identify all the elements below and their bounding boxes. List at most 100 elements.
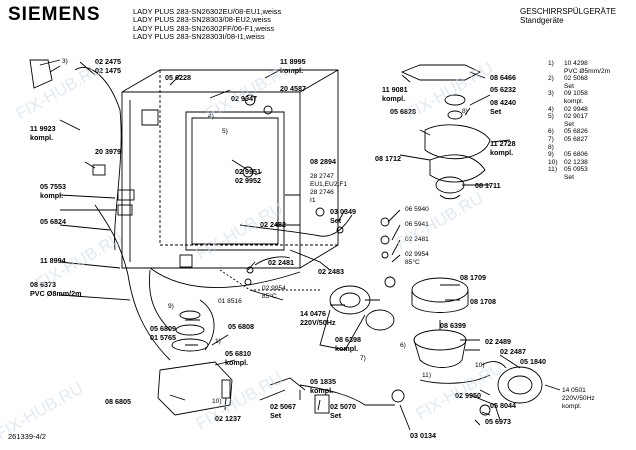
- part-label[interactable]: 02 2481: [405, 236, 429, 243]
- legend-row: 9)05 6806: [548, 151, 588, 159]
- part-label[interactable]: 11 8994: [40, 256, 66, 265]
- part-label[interactable]: 08 1711: [475, 181, 501, 190]
- part-label[interactable]: 02 1475: [95, 66, 121, 75]
- part-label[interactable]: 05 6808: [228, 322, 254, 331]
- part-label[interactable]: kompl.: [225, 358, 249, 367]
- part-label[interactable]: 03 0134: [410, 431, 436, 440]
- part-label[interactable]: 11 2728: [490, 139, 516, 148]
- part-label[interactable]: kompl.: [30, 133, 54, 142]
- legend-row: 2)02 5068: [548, 75, 588, 83]
- part-label[interactable]: 220V/50Hz: [300, 318, 336, 327]
- legend-row: 7)05 6827: [548, 135, 588, 143]
- part-label[interactable]: 05 6828: [390, 107, 416, 116]
- legend-row: Set: [564, 120, 574, 128]
- legend-row: 8): [548, 143, 554, 151]
- part-label[interactable]: 05 7553: [40, 182, 66, 191]
- legend-row: 5)02 9017: [548, 113, 588, 121]
- part-label[interactable]: 02 2487: [500, 347, 526, 356]
- part-label[interactable]: kompl.: [562, 403, 582, 410]
- part-label[interactable]: 02 5070: [330, 402, 356, 411]
- part-label[interactable]: 02 2481: [268, 258, 294, 267]
- part-label[interactable]: 02 5067: [270, 402, 296, 411]
- circulation-pump: [329, 285, 371, 315]
- drain-pump: [497, 366, 543, 404]
- part-label[interactable]: 11 9923: [30, 124, 56, 133]
- legend-row: Set: [564, 82, 574, 90]
- part-label[interactable]: 01 8516: [218, 298, 242, 305]
- part-label[interactable]: 02 9954: [262, 285, 286, 292]
- part-label[interactable]: 14 0476: [300, 309, 326, 318]
- part-label[interactable]: 05 6810: [225, 349, 251, 358]
- callout-marker: 3): [62, 58, 68, 65]
- part-label[interactable]: 05 8044: [490, 401, 516, 410]
- callout-marker: 8): [462, 108, 468, 115]
- part-label[interactable]: Set: [490, 107, 502, 116]
- part-label[interactable]: 28 2747: [310, 173, 334, 180]
- part-label[interactable]: kompl.: [280, 66, 304, 75]
- filter-plate: [424, 124, 491, 160]
- part-label[interactable]: 05 6973: [485, 417, 511, 426]
- part-label[interactable]: 20 4587: [280, 84, 306, 93]
- filter-cap: [179, 310, 201, 320]
- part-label[interactable]: 02 2482: [260, 220, 286, 229]
- drain-hose: [94, 204, 171, 361]
- part-label[interactable]: kompl.: [40, 191, 64, 200]
- part-label[interactable]: 02 9954: [405, 251, 429, 258]
- part-label[interactable]: 08 2894: [310, 157, 336, 166]
- part-label[interactable]: 02 2489: [485, 337, 511, 346]
- part-label[interactable]: kompl.: [335, 344, 359, 353]
- part-label[interactable]: 02 2475: [95, 57, 121, 66]
- part-label[interactable]: 220V/50Hz: [562, 395, 595, 402]
- part-label[interactable]: 02 9952: [235, 176, 261, 185]
- part-label[interactable]: 08 6398: [335, 335, 361, 344]
- part-label[interactable]: 08 6466: [490, 73, 516, 82]
- part-label[interactable]: 05 6824: [40, 217, 66, 226]
- part-label[interactable]: 02 9947: [231, 94, 257, 103]
- part-label[interactable]: 06 5940: [405, 206, 429, 213]
- part-label[interactable]: 02 2483: [318, 267, 344, 276]
- part-label[interactable]: 05 1840: [520, 357, 546, 366]
- part-label[interactable]: 05 6809: [150, 324, 176, 333]
- part-label[interactable]: kompl.: [490, 148, 514, 157]
- part-label[interactable]: 02 9950: [455, 391, 481, 400]
- part-label[interactable]: 14 0501: [562, 387, 586, 394]
- base-curve: [149, 267, 301, 289]
- part-label[interactable]: 05 1835: [310, 377, 336, 386]
- drain-line: [299, 384, 395, 406]
- legend-row: PVC Ø5mm/2m: [564, 67, 611, 75]
- part-label[interactable]: 08 1712: [375, 154, 401, 163]
- part-label[interactable]: kompl.: [310, 386, 334, 395]
- callout-marker: 11): [422, 372, 432, 379]
- part-label[interactable]: 06 5941: [405, 221, 429, 228]
- part-label[interactable]: 85°C: [405, 259, 420, 266]
- part-label[interactable]: 03 0349: [330, 207, 356, 216]
- part-label[interactable]: 08 6805: [105, 397, 131, 406]
- part-label[interactable]: EU1,EU2,F1: [310, 181, 348, 188]
- part-label[interactable]: Set: [330, 216, 342, 225]
- part-label[interactable]: PVC Ø8mm/2m: [30, 289, 82, 298]
- part-label[interactable]: Set: [270, 411, 282, 420]
- callout-marker: 10): [475, 362, 485, 369]
- part-label[interactable]: 85°C: [262, 293, 277, 300]
- part-label[interactable]: 08 1709: [460, 273, 486, 282]
- part-label[interactable]: 08 4240: [490, 98, 516, 107]
- part-label[interactable]: 20 3979: [95, 147, 121, 156]
- part-label[interactable]: 08 1708: [470, 297, 496, 306]
- part-label[interactable]: 28 2746: [310, 189, 334, 196]
- part-label[interactable]: I1: [310, 197, 316, 204]
- part-label[interactable]: 08 6399: [440, 321, 466, 330]
- part-label[interactable]: 11 8995: [280, 57, 306, 66]
- part-label[interactable]: kompl.: [382, 94, 406, 103]
- part-label[interactable]: 01 5765: [150, 333, 176, 342]
- legend-row: 3)09 1058: [548, 90, 588, 98]
- part-label[interactable]: 05 6228: [165, 73, 191, 82]
- part-label[interactable]: 05 6232: [490, 85, 516, 94]
- part-label[interactable]: Set: [330, 411, 342, 420]
- gasket: [175, 324, 205, 336]
- part-label[interactable]: 08 6373: [30, 280, 56, 289]
- legend-row: 1)10 4298: [548, 60, 588, 67]
- part-label[interactable]: 02 1237: [215, 414, 241, 423]
- sump-housing: [157, 361, 233, 416]
- part-label[interactable]: 02 9951: [235, 167, 261, 176]
- part-label[interactable]: 11 9081: [382, 85, 408, 94]
